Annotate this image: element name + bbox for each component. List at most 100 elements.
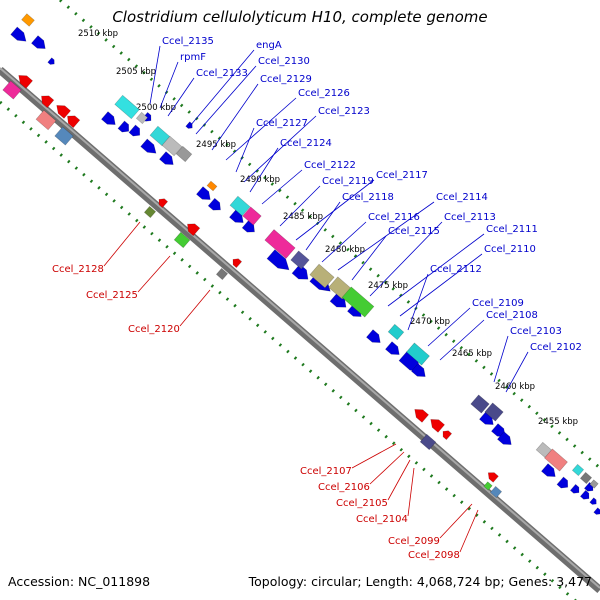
gene-shape (387, 323, 405, 341)
gene-shape (579, 471, 593, 485)
rna-feature (309, 263, 335, 289)
gene-shape (430, 419, 445, 433)
label-leader-line (407, 467, 415, 517)
gene-shape (143, 205, 157, 219)
gene-shape (41, 95, 55, 109)
gene-shape (175, 145, 193, 163)
ruler-tick-label: 2475 kbp (368, 281, 408, 291)
rna-feature (406, 342, 430, 366)
label-leader-line (351, 443, 397, 469)
gene-shape (206, 180, 218, 192)
rna-feature (579, 471, 593, 485)
gene-shape (291, 263, 309, 280)
ruler-tick-label: 2510 kbp (78, 29, 118, 39)
gene-label-forward: Ccel_2129 (260, 74, 312, 85)
reverse-gene (414, 409, 429, 423)
gene-shape (419, 433, 437, 451)
gene-label-forward: Ccel_2118 (342, 192, 394, 203)
gene-shape (117, 120, 130, 133)
forward-gene (101, 111, 116, 125)
rna-feature (387, 323, 405, 341)
label-leader-line (295, 179, 375, 241)
label-leader-line (189, 49, 255, 127)
reverse-gene (67, 115, 81, 129)
ruler-tick-label: 2465 kbp (452, 349, 492, 359)
ruler-tick-label: 2470 kbp (410, 317, 450, 327)
gene-shape (128, 124, 141, 137)
gene-shape (556, 476, 569, 489)
gene-shape (290, 250, 310, 270)
forward-gene (589, 497, 597, 505)
gene-shape (232, 258, 243, 269)
gene-label-forward: rpmF (180, 52, 206, 63)
gene-label-forward: Ccel_2123 (318, 106, 370, 117)
rna-feature (114, 94, 140, 120)
rna-feature (173, 231, 191, 249)
label-leader-line (369, 221, 443, 297)
gene-shape (414, 409, 429, 423)
label-leader-line (407, 273, 429, 331)
forward-gene (10, 26, 27, 42)
forward-gene (497, 431, 512, 445)
label-leader-line (249, 147, 279, 193)
label-leader-line (387, 233, 485, 307)
ruler-tick-label: 2480 kbp (325, 245, 365, 255)
rna-feature (419, 433, 437, 451)
rna-feature (484, 402, 504, 422)
gene-label-reverse: Ccel_2120 (128, 324, 180, 335)
rna-feature (229, 195, 251, 217)
gene-label-forward: Ccel_2133 (196, 68, 248, 79)
gene-shape (140, 138, 157, 154)
gene-shape (593, 507, 600, 515)
label-leader-line (439, 503, 473, 539)
label-leader-line (137, 255, 171, 293)
gene-shape (54, 126, 74, 146)
label-leader-line (305, 201, 341, 251)
gene-shape (264, 229, 296, 259)
gene-shape (385, 341, 400, 355)
forward-gene (196, 186, 211, 200)
gene-label-forward: Ccel_2114 (436, 192, 488, 203)
genome-title: Clostridium cellulolyticum H10, complete… (112, 8, 488, 26)
gene-shape (266, 249, 290, 271)
gene-label-forward: Ccel_2111 (486, 224, 538, 235)
forward-gene (117, 120, 130, 133)
reverse-gene (41, 95, 55, 109)
gene-shape (229, 195, 251, 217)
ruler-tick-label: 2455 kbp (538, 417, 578, 427)
forward-gene (541, 463, 556, 477)
reverse-gene (232, 258, 243, 269)
ruler-tick-label: 2500 kbp (136, 103, 176, 113)
label-leader-line (159, 61, 179, 109)
gene-shape (35, 109, 57, 131)
ruler-tick-label: 2485 kbp (283, 212, 323, 222)
gene-shape (18, 75, 33, 89)
gene-shape (149, 125, 171, 147)
rna-feature (54, 126, 74, 146)
rna-feature (2, 80, 22, 100)
ruler-tick-label: 2495 kbp (196, 140, 236, 150)
gene-label-forward: engA (256, 40, 282, 51)
gene-label-forward: Ccel_2115 (388, 226, 440, 237)
rna-feature (215, 267, 229, 281)
gene-shape (47, 57, 55, 65)
forward-gene (159, 151, 174, 165)
gene-shape (309, 263, 335, 289)
gene-shape (366, 329, 381, 343)
label-leader-line (439, 319, 485, 361)
label-leader-line (279, 185, 321, 227)
rna-feature (21, 13, 35, 27)
gene-shape (483, 481, 493, 491)
label-leader-line (459, 509, 479, 553)
gene-shape (544, 448, 568, 472)
label-leader-line (505, 351, 529, 393)
gene-shape (242, 206, 262, 226)
reverse-gene (487, 472, 499, 483)
gene-shape (207, 197, 221, 211)
rna-feature (149, 125, 171, 147)
gene-shape (497, 431, 512, 445)
forward-gene (556, 476, 569, 489)
gene-label-reverse: Ccel_2098 (408, 550, 460, 561)
gene-label-forward: Ccel_2122 (304, 160, 356, 171)
